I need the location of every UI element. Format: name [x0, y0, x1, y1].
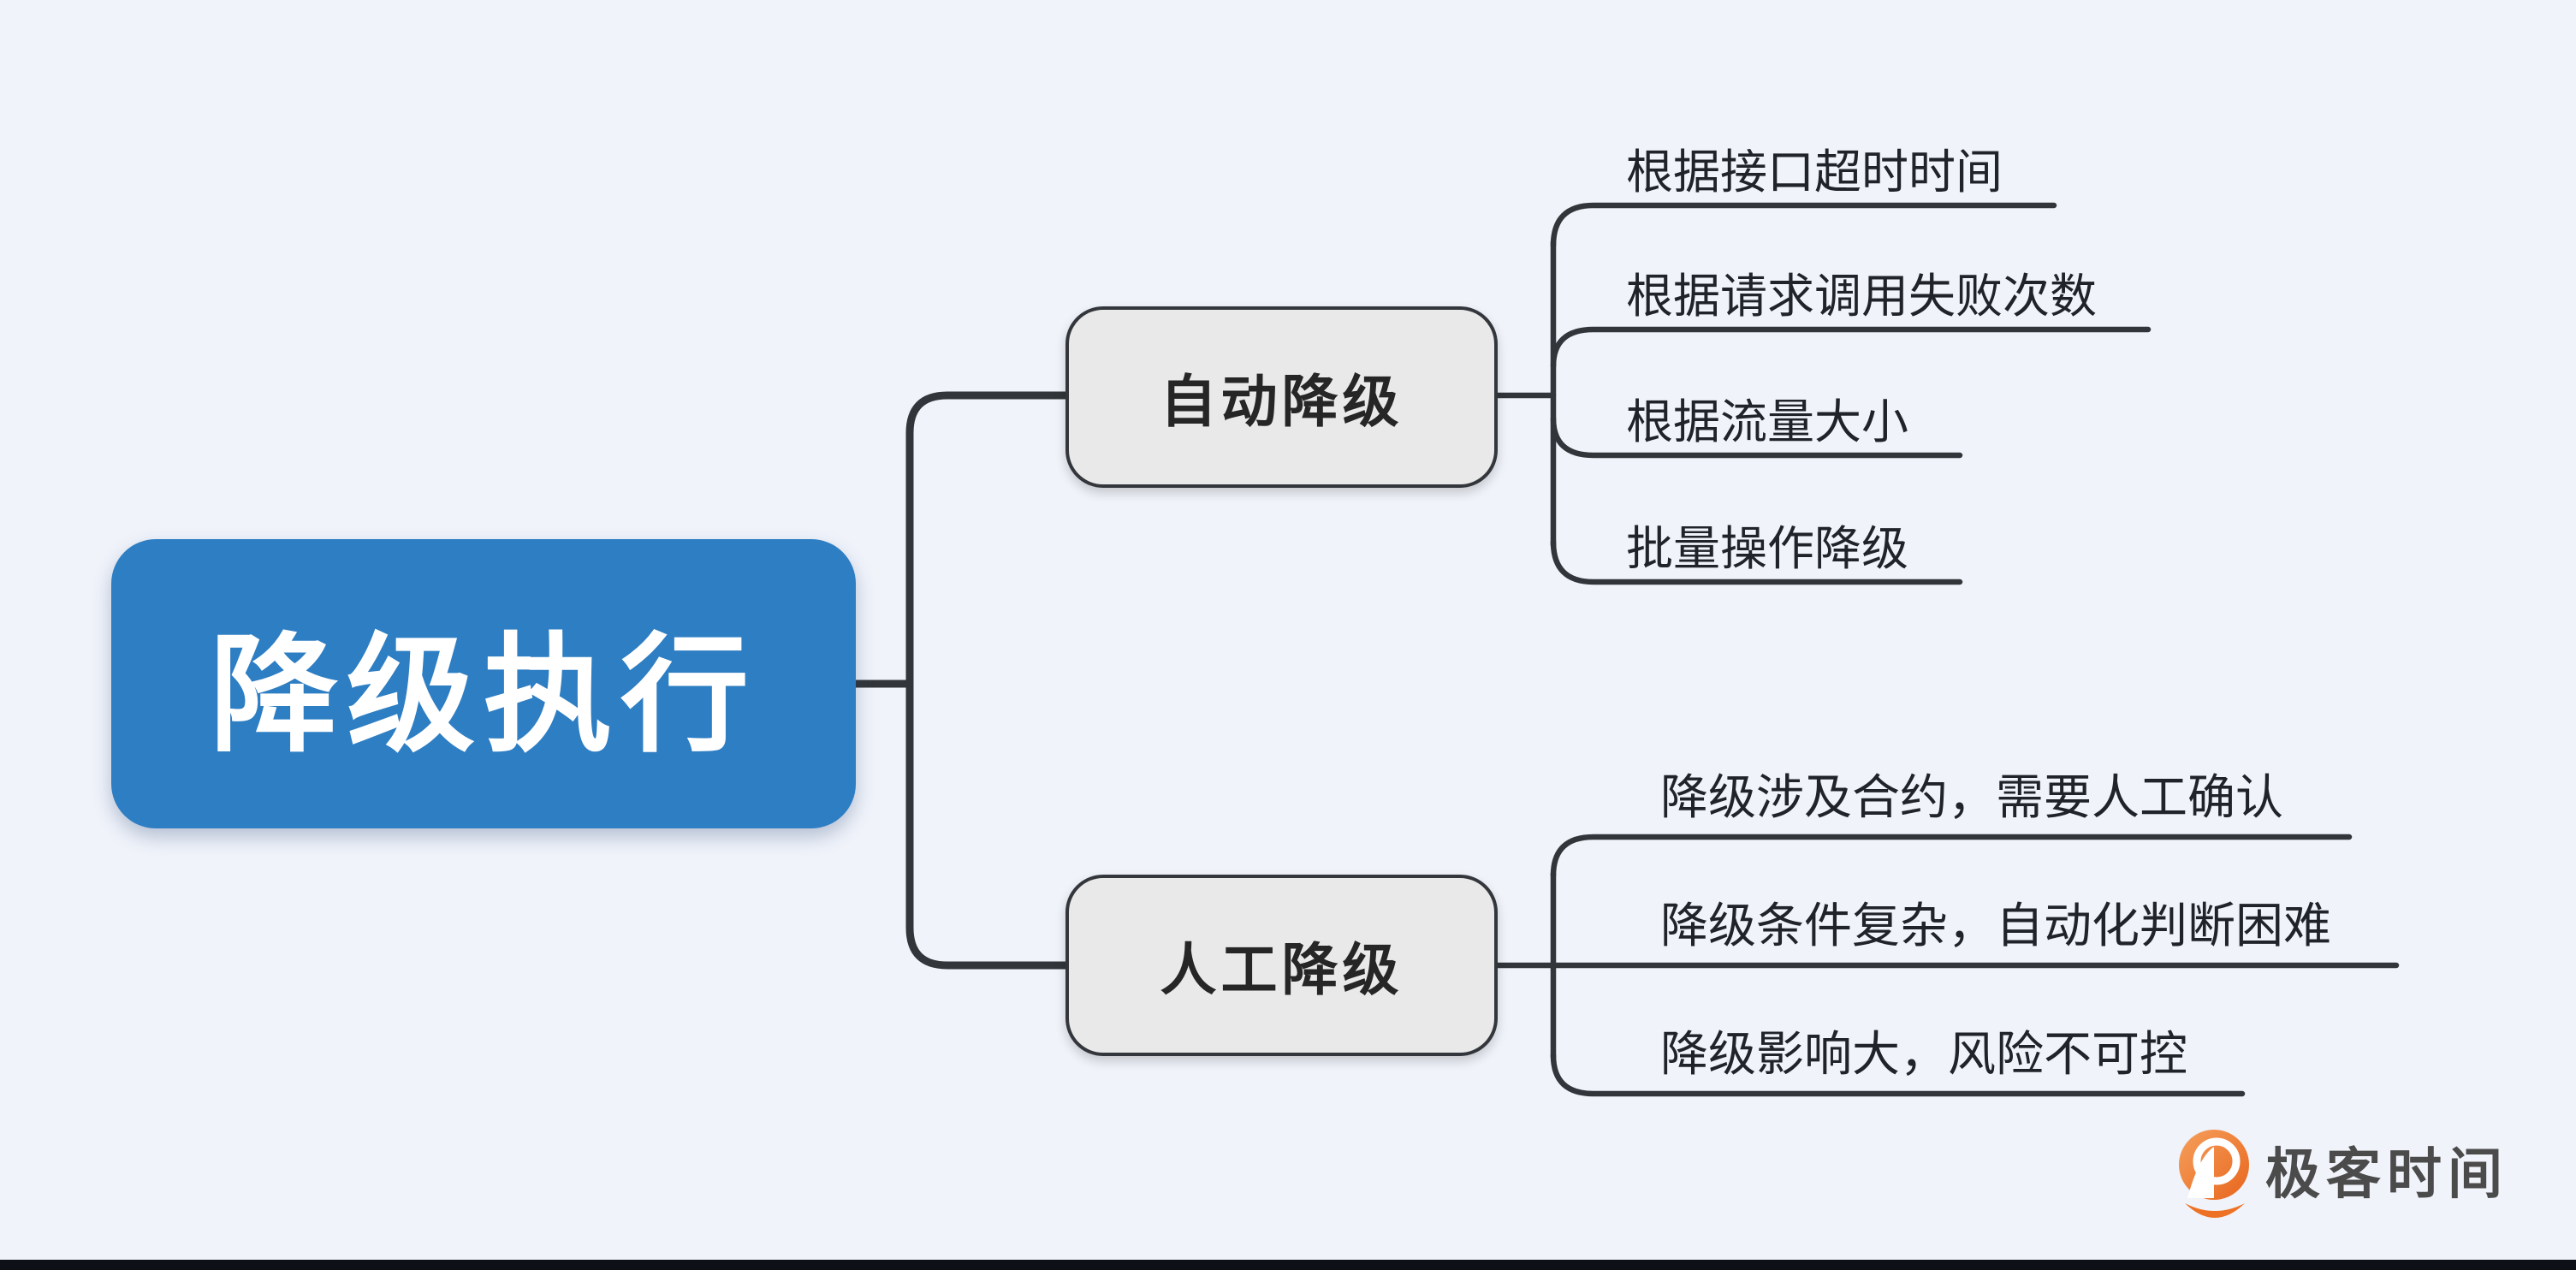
root-node-label: 降级执行 [209, 622, 757, 767]
geektime-logo-icon [2179, 1130, 2249, 1218]
branch-node-manual[interactable]: 人工降级 [1065, 875, 1498, 1056]
edge-auto-leaf-2 [1550, 326, 2152, 370]
leaf-auto-traffic[interactable]: 根据流量大小 [1626, 395, 1909, 448]
leaf-manual-risk[interactable]: 降级影响大，风险不可控 [1660, 1027, 2187, 1081]
edge-auto-leaf-1 [1550, 202, 2057, 249]
geektime-logo-text: 极客时间 [2265, 1143, 2508, 1205]
leaf-manual-complex-condition[interactable]: 降级条件复杂，自动化判断困难 [1660, 899, 2331, 952]
edge-auto-leaf-3 [1550, 415, 1963, 459]
bottom-bar [0, 1260, 2576, 1270]
branch-node-auto-label: 自动降级 [1160, 370, 1404, 433]
leaf-manual-contract[interactable]: 降级涉及合约，需要人工确认 [1660, 770, 2283, 824]
leaf-auto-timeout[interactable]: 根据接口超时时间 [1626, 145, 2003, 199]
geektime-logo: 极客时间 [2176, 1123, 2544, 1231]
root-node[interactable]: 降级执行 [111, 539, 856, 828]
branch-node-manual-label: 人工降级 [1160, 938, 1404, 1001]
edge-manual-leaf-3 [1550, 1052, 2246, 1097]
leaf-auto-batch[interactable]: 批量操作降级 [1626, 522, 1909, 575]
edge-root-trunk [905, 391, 1070, 970]
edge-auto-leaf-4 [1550, 538, 1963, 585]
leaf-auto-failure-count[interactable]: 根据请求调用失败次数 [1626, 270, 2098, 323]
edge-manual-leaf-1 [1550, 834, 2353, 879]
branch-node-auto[interactable]: 自动降级 [1065, 306, 1498, 488]
